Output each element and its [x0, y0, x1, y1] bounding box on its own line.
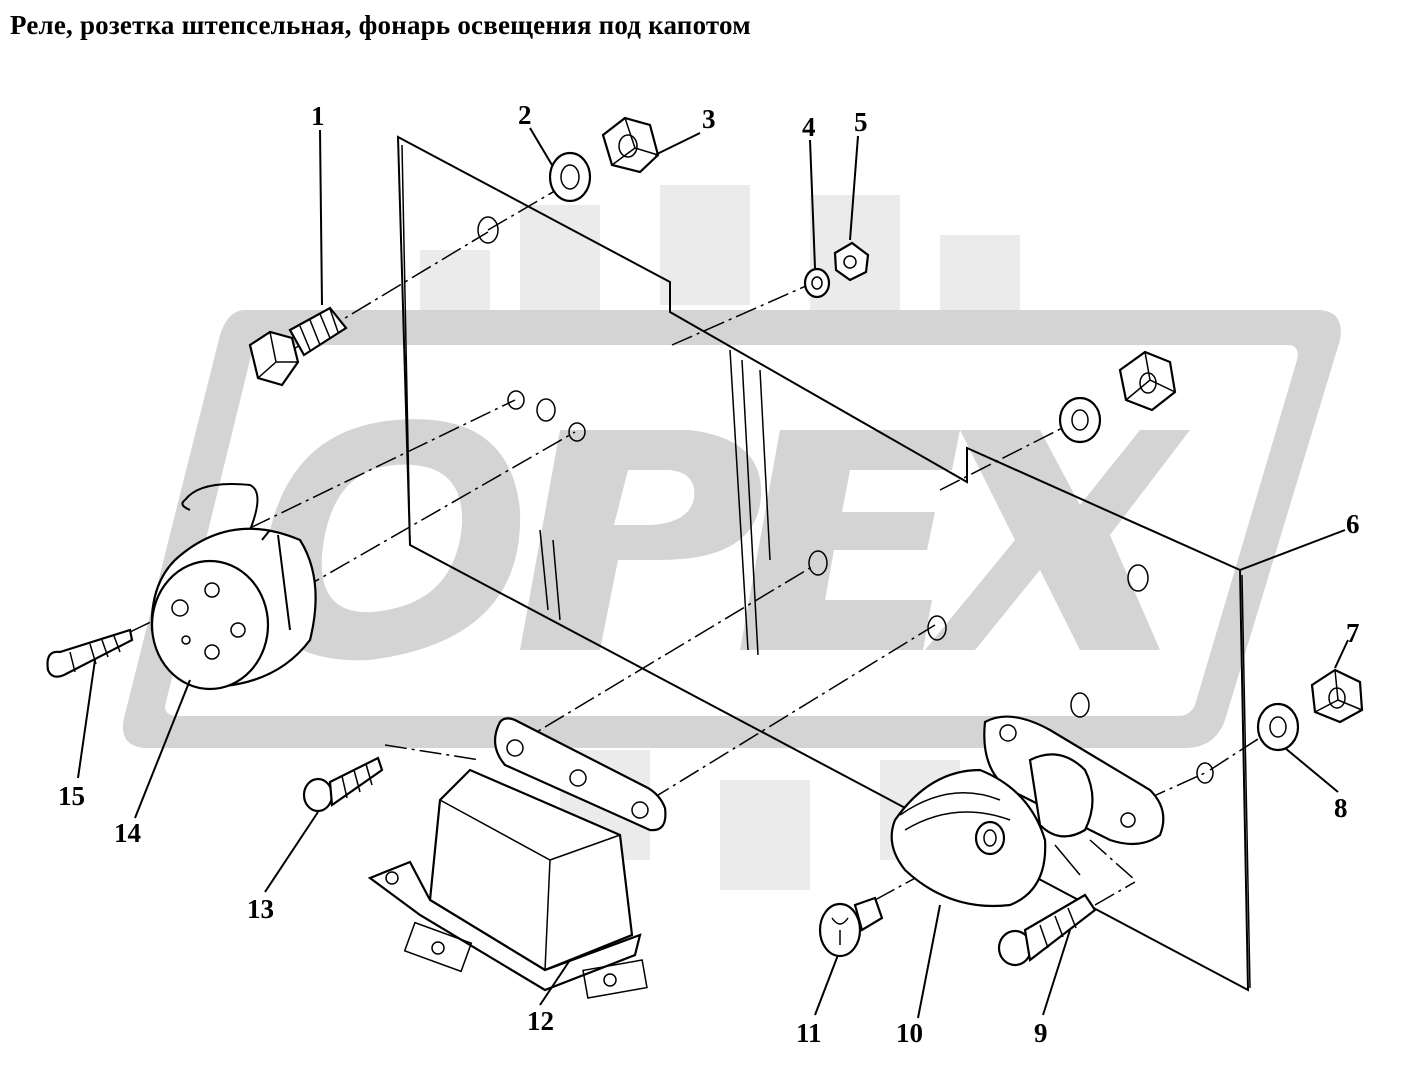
callout-3: 3: [702, 104, 716, 134]
callout-7: 7: [1346, 618, 1360, 648]
callout-14: 14: [114, 818, 141, 848]
nut-icon: [601, 116, 660, 174]
callouts: 1 2 3 4 5 6 7 8 9 10 11 12 13 14 15: [58, 100, 1360, 1048]
callout-4: 4: [802, 112, 816, 142]
nut-icon: [833, 241, 870, 282]
callout-10: 10: [896, 1018, 923, 1048]
nut-icon: [1118, 350, 1177, 412]
watermark-logo: [122, 185, 1341, 890]
page-title: Реле, розетка штепсельная, фонарь освеще…: [10, 10, 751, 40]
screw-icon: [302, 756, 384, 813]
callout-2: 2: [518, 100, 532, 130]
plate-holes: [507, 390, 1214, 784]
washer-icon: [1058, 396, 1102, 444]
bolt-icon: [248, 306, 348, 387]
screw-icon: [997, 893, 1097, 967]
washer-icon: [803, 267, 831, 299]
callout-6: 6: [1346, 509, 1360, 539]
callout-12: 12: [527, 1006, 554, 1036]
mounting-plate: [396, 135, 1251, 992]
bulb-icon: [818, 896, 884, 958]
relay-icon: [367, 717, 667, 999]
callout-5: 5: [854, 107, 868, 137]
callout-15: 15: [58, 781, 85, 811]
callout-1: 1: [311, 101, 325, 131]
washer-icon: [1256, 702, 1300, 752]
socket-icon: [150, 483, 317, 691]
nut-icon: [1310, 668, 1364, 724]
callout-13: 13: [247, 894, 274, 924]
screw-icon: [46, 628, 134, 678]
leader-lines: [77, 127, 1349, 1019]
washer-icon: [548, 151, 592, 203]
callout-11: 11: [796, 1018, 822, 1048]
callout-9: 9: [1034, 1018, 1048, 1048]
callout-8: 8: [1334, 793, 1348, 823]
lamp-icon: [890, 715, 1165, 908]
